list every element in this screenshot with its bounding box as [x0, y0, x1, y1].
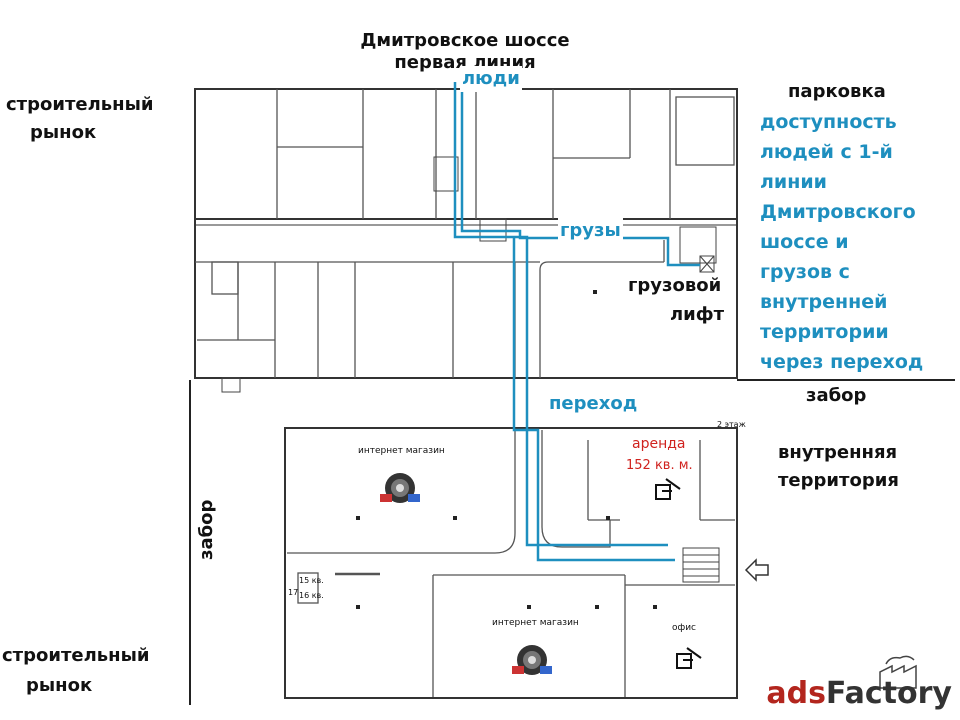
access-note-line: территории	[760, 321, 889, 343]
street-name: Дмитровское шоссе	[360, 30, 570, 51]
entrance-arrow-icon	[744, 558, 769, 582]
cargo-lift-label-1: грузовой	[626, 273, 724, 299]
fence-label-left: забор	[196, 499, 217, 560]
fence-label-right: забор	[806, 385, 867, 406]
room-code: 15 кв.	[299, 576, 324, 585]
room-code: 16 кв.	[299, 591, 324, 600]
market-label-bottom-2: рынок	[26, 675, 93, 696]
market-label-top-1: строительный	[6, 94, 154, 115]
passage-route	[512, 238, 675, 562]
cargo-route	[460, 82, 700, 267]
route-label-cargo: грузы	[558, 218, 623, 244]
room-label-shop-top: интернет магазин	[358, 446, 445, 456]
floor-mark: 2 этаж	[717, 420, 746, 429]
rent-label-1: аренда	[632, 436, 686, 452]
watermark-part1: ads	[766, 676, 826, 711]
office-icon	[655, 478, 681, 500]
access-note-line: через переход	[760, 351, 924, 373]
fixture-markers	[356, 290, 657, 609]
bottom-building	[284, 427, 738, 699]
route-label-passage: переход	[547, 391, 640, 417]
watermark-part2: Factory	[825, 676, 952, 711]
access-note-line: внутренней	[760, 291, 888, 313]
room-label-office: офис	[672, 623, 696, 633]
market-label-top-2: рынок	[30, 122, 97, 143]
bottom-stairs	[682, 547, 720, 583]
rent-area: 152 кв. м.	[626, 458, 693, 473]
access-note: доступность людей с 1-й линии Дмитровско…	[760, 107, 923, 377]
bottom-building-walls	[287, 430, 735, 697]
access-note-line: Дмитровского	[760, 201, 916, 223]
top-building-walls	[195, 89, 735, 378]
room-label-shop-bottom: интернет магазин	[492, 618, 579, 628]
room-code: 17	[288, 588, 299, 597]
access-note-line: доступность	[760, 111, 897, 133]
top-building-outline	[194, 88, 738, 379]
access-note-line: шоссе и	[760, 231, 849, 253]
tire-icon	[512, 645, 552, 675]
bottom-building-outline	[284, 427, 738, 699]
market-label-bottom-1: строительный	[2, 645, 150, 666]
office-icon	[676, 647, 702, 669]
access-note-line: грузов с	[760, 261, 850, 283]
watermark: adsFactory	[766, 676, 952, 711]
access-note-line: людей с 1-й	[760, 141, 893, 163]
route-lines	[453, 82, 700, 562]
top-building	[194, 88, 738, 379]
inner-territory-label-2: территория	[778, 470, 899, 491]
inner-territory-label-1: внутренняя	[778, 442, 898, 463]
access-note-line: линии	[760, 171, 827, 193]
factory-logo-icon	[879, 655, 917, 689]
tire-icon	[380, 473, 420, 503]
route-label-people: люди	[460, 66, 522, 92]
parking-label: парковка	[788, 81, 886, 102]
cargo-lift-label-2: лифт	[668, 302, 727, 328]
